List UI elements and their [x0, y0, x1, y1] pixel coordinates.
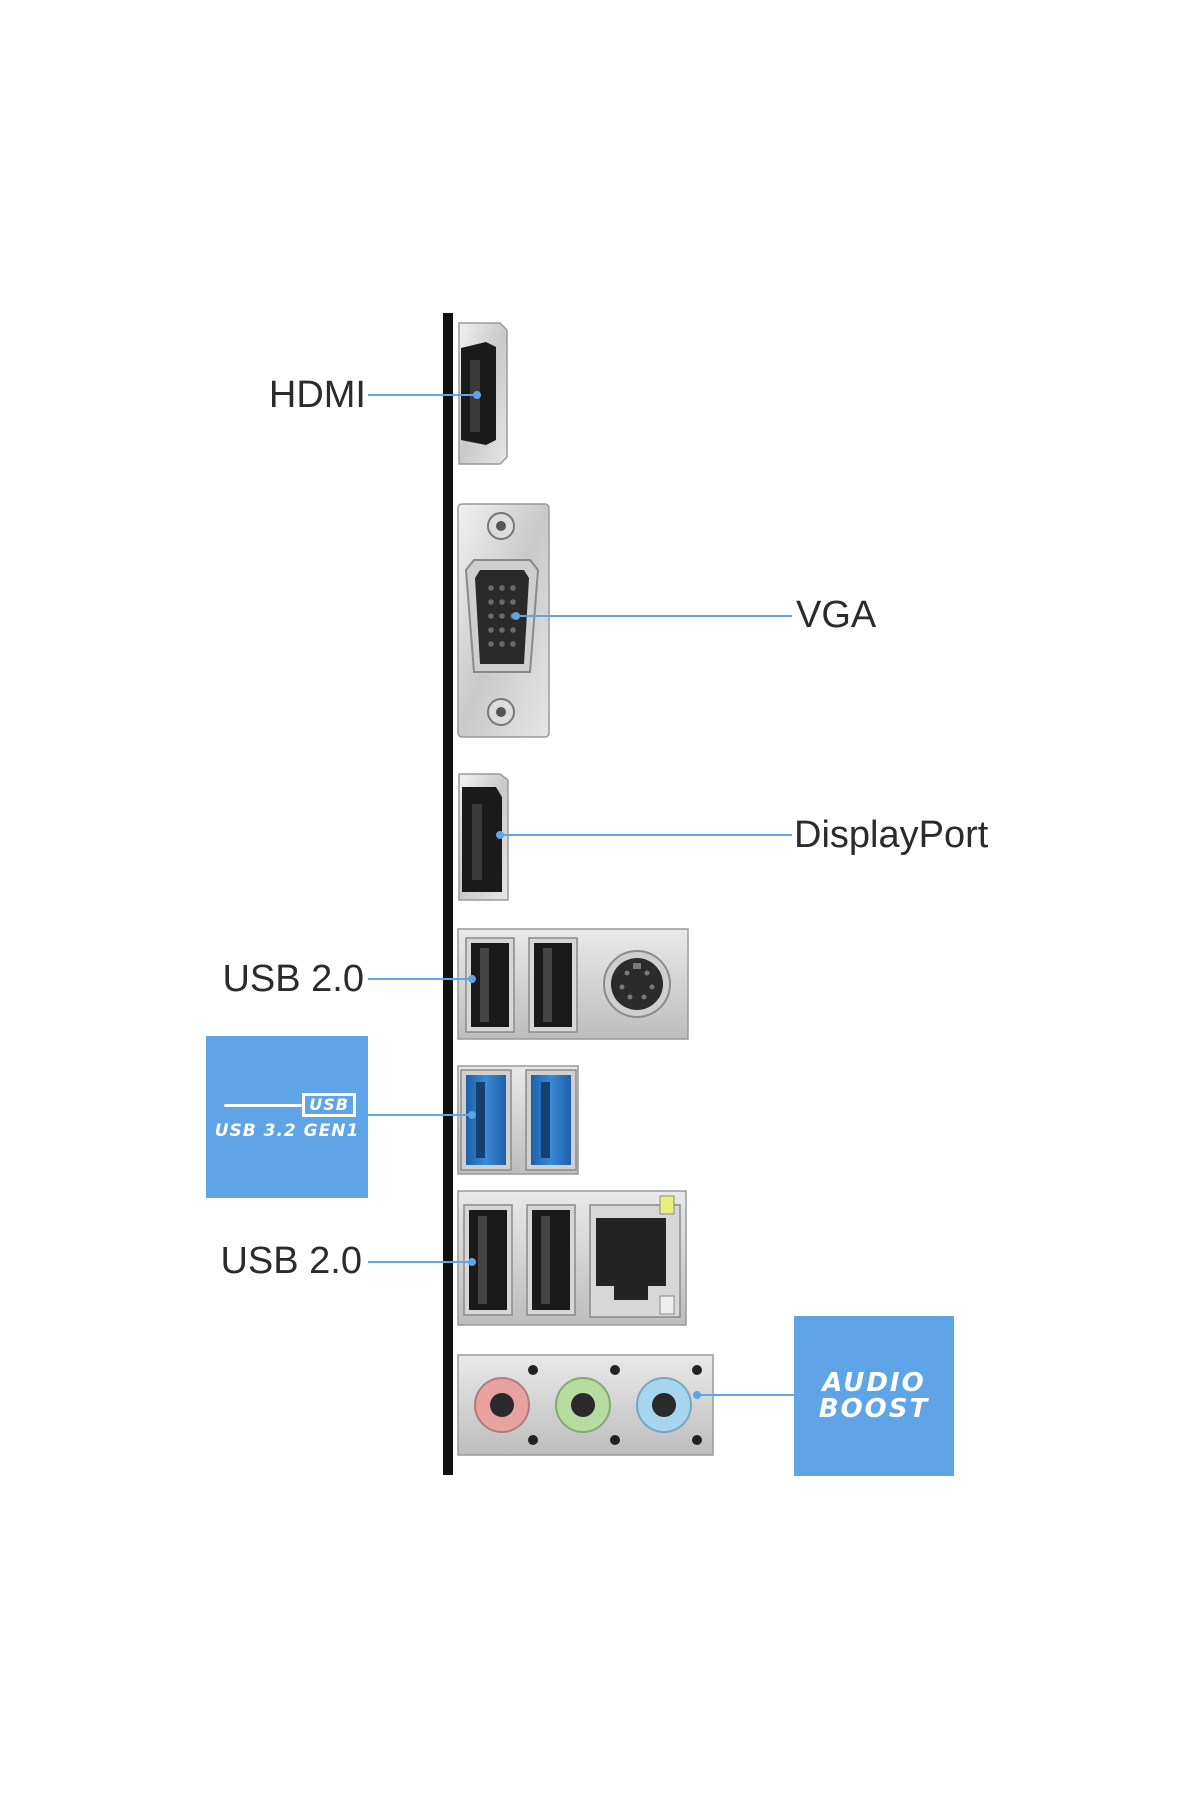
usb2-top-label: USB 2.0 — [222, 958, 364, 1000]
hdmi-label: HDMI — [268, 374, 366, 416]
vga-label: VGA — [796, 594, 877, 636]
usb-logo-text: USB — [302, 1093, 356, 1117]
io-shield-bar — [443, 313, 453, 1475]
displayport-label: DisplayPort — [794, 814, 989, 856]
hdmi-port — [458, 322, 508, 465]
audio-jack-block — [457, 1354, 714, 1456]
displayport-port — [458, 773, 509, 901]
usb2-bottom-label: USB 2.0 — [220, 1240, 362, 1282]
callout-lines — [368, 391, 794, 1399]
usb2-lan-block — [457, 1190, 687, 1326]
usb32-badge-text: USB 3.2 GEN1 — [214, 1121, 360, 1141]
audio-boost-badge: AUDIO BOOST — [794, 1316, 954, 1476]
usb-logo-line — [224, 1103, 303, 1107]
usb2-ps2-block — [457, 928, 689, 1040]
usb32-block — [457, 1065, 579, 1175]
audio-boost-line2: BOOST — [818, 1394, 930, 1424]
audio-boost-line1: AUDIO — [822, 1368, 926, 1398]
usb-logo: USB — [224, 1093, 356, 1117]
usb32-badge: USB USB 3.2 GEN1 — [206, 1036, 368, 1198]
vga-port — [457, 503, 550, 738]
